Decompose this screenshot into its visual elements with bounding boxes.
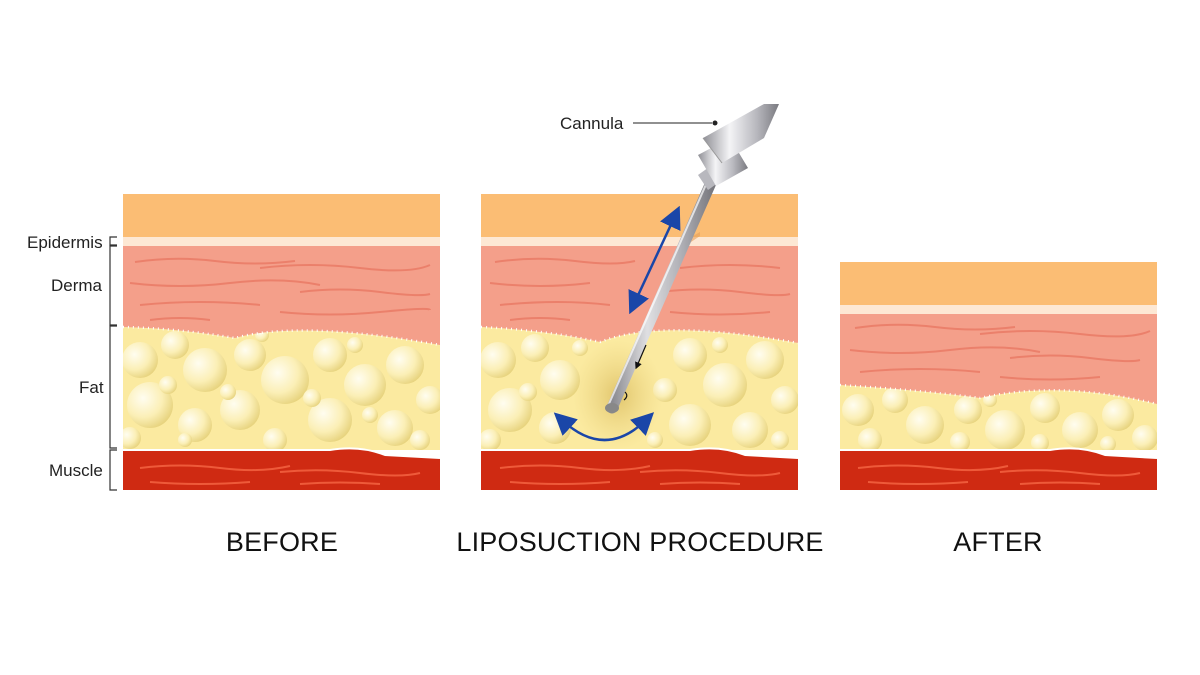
muscle-layer: [123, 448, 440, 490]
label-fat: Fat: [79, 378, 104, 397]
muscle-fibers: [499, 464, 781, 485]
double-arrow-icon: [628, 205, 681, 315]
after-panel: [839, 262, 1158, 490]
muscle-layer: [840, 448, 1157, 490]
epidermis-base: [481, 237, 798, 246]
derma-fibers: [129, 257, 431, 321]
fat-cells: [481, 334, 798, 450]
caption-before: BEFORE: [225, 527, 339, 557]
fat-cells: [123, 328, 440, 450]
derma-fibers: [489, 257, 791, 321]
label-cannula: Cannula: [560, 114, 624, 133]
epidermis-layer: [840, 262, 1157, 305]
muscle-fibers: [139, 464, 421, 485]
muscle-layer: [481, 448, 798, 490]
derma-fibers: [849, 323, 1151, 381]
label-epidermis: Epidermis: [27, 233, 103, 252]
epidermis-layer: [123, 194, 440, 237]
epidermis-base: [840, 305, 1157, 314]
layer-labels: Epidermis Derma Fat Muscle: [27, 233, 117, 491]
epidermis-base: [123, 237, 440, 246]
muscle-fibers: [857, 464, 1141, 485]
before-panel: [122, 194, 441, 490]
epidermis-layer: [481, 194, 798, 237]
fat-boundary-line: [480, 325, 799, 345]
fat-cells: [842, 387, 1157, 450]
bracket-icon: [109, 236, 117, 491]
label-muscle: Muscle: [49, 461, 103, 480]
caption-procedure: LIPOSUCTION PROCEDURE: [456, 527, 824, 557]
caption-after: AFTER: [953, 527, 1043, 557]
curved-arrow-icon: [553, 412, 655, 442]
label-derma: Derma: [51, 276, 103, 295]
procedure-panel: Cannula: [480, 104, 799, 490]
fat-boundary-line: [839, 383, 1158, 406]
